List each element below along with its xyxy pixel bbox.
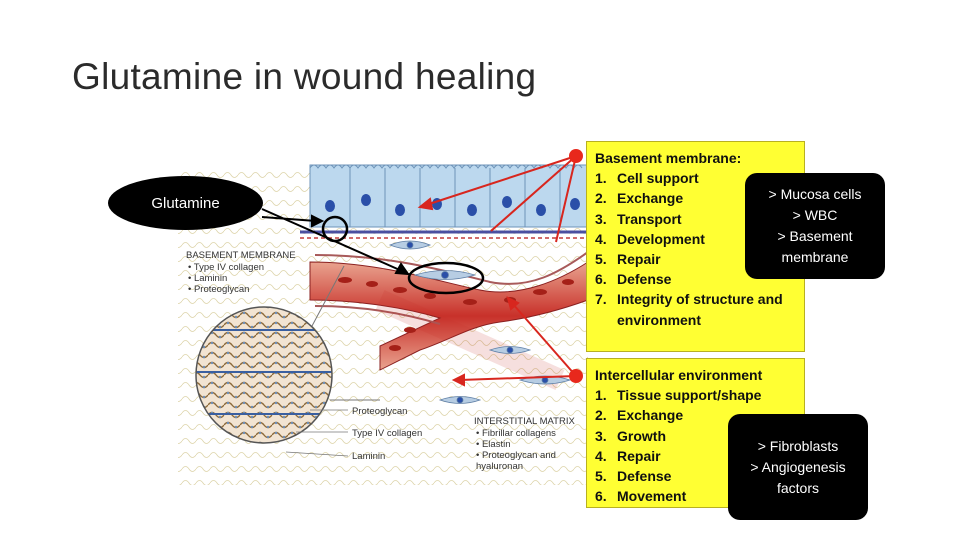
note-line: factors <box>776 479 819 496</box>
list-item: 5. Repair <box>595 249 804 269</box>
item-number: 5. <box>595 251 607 268</box>
item-number: 2. <box>595 190 607 207</box>
item-text: Defense <box>617 468 672 485</box>
item-number: 5. <box>595 468 607 485</box>
list-item: 2. Exchange <box>595 405 804 425</box>
note-line: > Fibroblasts <box>757 437 839 454</box>
list-item: 3. Growth <box>595 426 804 446</box>
note-line: > Angiogenesis <box>750 458 846 475</box>
callout-proteoglycan: Proteoglycan <box>352 406 407 417</box>
list-item: 6. Defense <box>595 269 804 289</box>
intercellular-functions-list: 1. Tissue support/shape 2. Exchange 3. Grow… <box>595 385 804 506</box>
list-item: 5. Defense <box>595 466 804 486</box>
item-text: Repair <box>617 251 661 268</box>
legend-item: • Proteoglycan <box>188 284 249 295</box>
item-number: 1. <box>595 170 607 187</box>
legend-item: • Laminin <box>188 273 227 284</box>
item-text: Tissue support/shape <box>617 387 762 404</box>
item-text: Exchange <box>617 190 684 207</box>
item-number: 1. <box>595 387 607 404</box>
list-item: 1. Tissue support/shape <box>595 385 804 405</box>
glutamine-arrows <box>261 208 411 276</box>
interstitial-matrix-legend: INTERSTITIAL MATRIX • Fibrillar collagen… <box>474 416 575 472</box>
item-number: 4. <box>595 447 607 464</box>
note-line: > Mucosa cells <box>768 186 862 202</box>
item-text: Movement <box>617 488 687 505</box>
magnified-matrix-circle <box>195 265 380 457</box>
item-text: Integrity of structure and environment <box>617 291 783 328</box>
list-item: 2. Exchange <box>595 188 804 208</box>
basement-box-heading: Basement membrane: <box>595 150 742 166</box>
intercellular-box-heading: Intercellular environment <box>595 367 763 383</box>
item-number: 6. <box>595 488 607 505</box>
glutamine-label: Glutamine <box>108 176 263 230</box>
fibroblast-cells <box>388 240 572 404</box>
mucosa-cells-note: > Mucosa cells > WBC > Basement membrane <box>745 173 885 279</box>
item-number: 3. <box>595 427 607 444</box>
item-number: 7. <box>595 291 607 308</box>
callout-laminin: Laminin <box>352 451 385 462</box>
list-item: 4. Repair <box>595 446 804 466</box>
item-text: Growth <box>617 427 666 444</box>
item-number: 3. <box>595 210 607 227</box>
legend-title: INTERSTITIAL MATRIX <box>474 416 575 427</box>
magnified-callouts: Proteoglycan Type IV collagen Laminin <box>352 406 422 462</box>
item-text: Repair <box>617 447 661 464</box>
fibroblasts-note: > Fibroblasts > Angiogenesis factors <box>728 414 868 520</box>
epithelial-cell-layer <box>300 164 589 239</box>
list-item: 3. Transport <box>595 209 804 229</box>
basement-membrane-legend: BASEMENT MEMBRANE • Type IV collagen • L… <box>186 250 296 295</box>
list-item: 1. Cell support <box>595 168 804 188</box>
callout-type-iv-collagen: Type IV collagen <box>352 428 422 439</box>
legend-item: • Type IV collagen <box>188 262 264 273</box>
item-text: Development <box>617 230 705 247</box>
item-text: Defense <box>617 271 672 288</box>
note-line: > WBC <box>792 207 838 223</box>
legend-title: BASEMENT MEMBRANE <box>186 250 296 261</box>
legend-item: hyaluronan <box>476 461 523 472</box>
item-text: Transport <box>617 210 682 227</box>
note-line: > Basement <box>777 228 853 244</box>
basement-functions-list: 1. Cell support 2. Exchange 3. Transport 4.… <box>595 168 804 330</box>
item-number: 4. <box>595 230 607 247</box>
list-item: 6. Movement <box>595 486 804 506</box>
intercellular-pointer-dot <box>569 369 583 383</box>
list-item: 4. Development <box>595 229 804 249</box>
slide-title: Glutamine in wound healing <box>72 56 537 97</box>
legend-item: • Elastin <box>476 439 510 450</box>
item-number: 6. <box>595 271 607 288</box>
item-number: 2. <box>595 407 607 424</box>
item-text: Cell support <box>617 170 699 187</box>
note-line: membrane <box>781 249 849 265</box>
legend-item: • Fibrillar collagens <box>476 428 556 439</box>
legend-item: • Proteoglycan and <box>476 450 556 461</box>
list-item: 7. Integrity of structure and environment <box>595 289 804 329</box>
basement-pointer-dot <box>569 149 583 163</box>
red-pointer-arrows <box>417 155 577 387</box>
item-text: Exchange <box>617 407 684 424</box>
fibroblast-target-ellipse <box>407 261 485 295</box>
